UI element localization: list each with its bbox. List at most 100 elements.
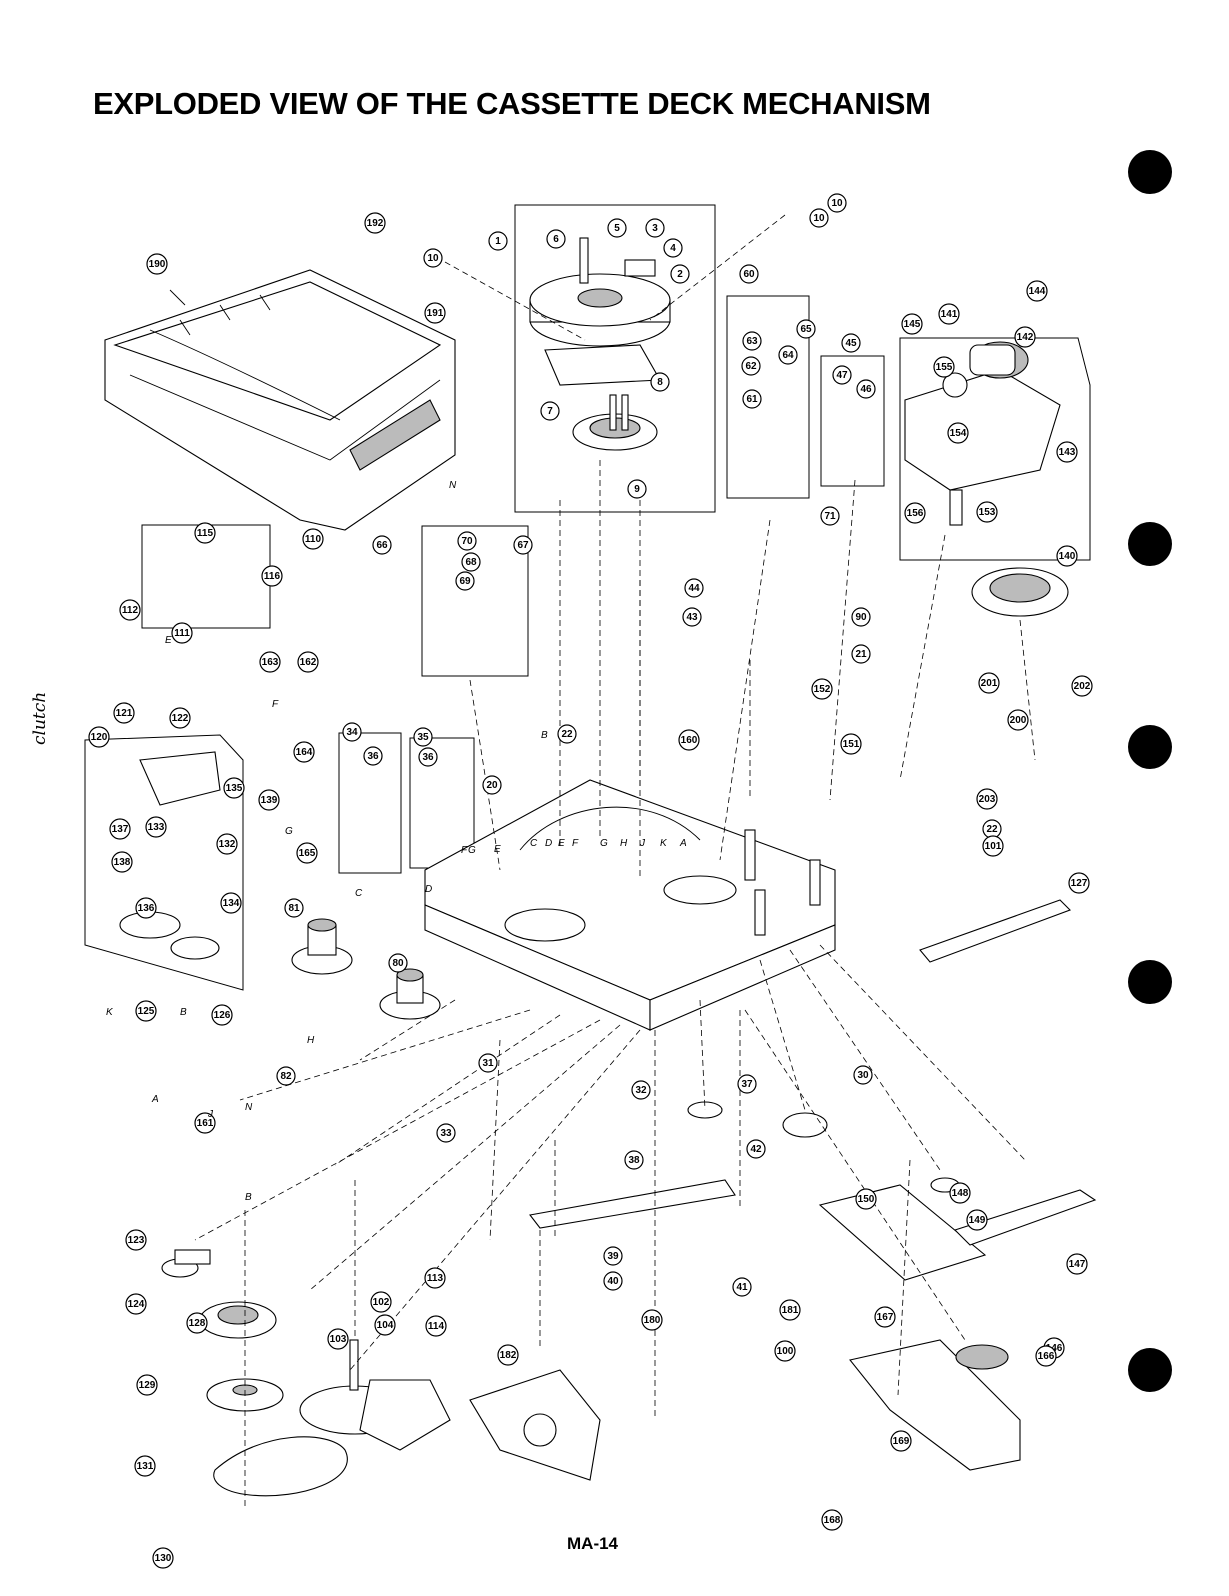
callout-40: 40 [603,1271,623,1291]
callout-bubble [627,479,647,499]
callout-bubble [978,672,1000,694]
callout-bubble [1007,709,1029,731]
callout-number: 138 [114,857,131,868]
callout-number: 162 [300,657,317,668]
callout-38: 38 [624,1150,644,1170]
callout-bubble [424,302,446,324]
callout-115: 115 [194,522,216,544]
callout-71: 71 [820,506,840,526]
callout-bubble [374,1314,396,1336]
callout-180: 180 [641,1309,663,1331]
callout-41: 41 [732,1277,752,1297]
callout-6: 6 [546,229,566,249]
callout-number: 191 [427,308,444,319]
callout-80: 80 [388,953,408,973]
callout-132: 132 [216,833,238,855]
callout-bubble [211,1004,233,1026]
callout-136: 136 [135,897,157,919]
callout-bubble [478,1053,498,1073]
callout-number: 142 [1017,332,1034,343]
callout-number: 35 [417,732,429,743]
callout-153: 153 [976,501,998,523]
callout-190: 190 [146,253,168,275]
connector-letter-e: E [494,844,501,855]
callout-number: 70 [461,536,473,547]
callout-bubble [169,707,191,729]
callout-bubble [820,506,840,526]
callout-36: 36 [418,747,438,767]
callout-number: 152 [814,684,831,695]
callout-bubble [966,1209,988,1231]
callout-65: 65 [796,319,816,339]
callout-bubble [821,1509,843,1531]
callout-66: 66 [372,535,392,555]
callout-number: 148 [952,1188,969,1199]
callout-bubble [194,1112,216,1134]
callout-number: 33 [440,1128,452,1139]
callout-bubble [856,379,876,399]
connector-letter-k: K [660,838,668,849]
connector-letter-j: J [207,1109,214,1120]
motor-group-box [899,337,1091,561]
callout-number: 10 [831,198,843,209]
callout-bubble [134,1455,156,1477]
callout-number: 134 [223,898,240,909]
callout-9: 9 [627,479,647,499]
callout-203: 203 [976,788,998,810]
group-60-box [726,295,810,499]
page-number: MA-14 [567,1534,619,1553]
callout-number: 39 [607,1251,619,1262]
callout-number: 81 [288,903,300,914]
callout-126: 126 [211,1004,233,1026]
callout-number: 101 [985,841,1002,852]
callout-63: 63 [742,331,762,351]
callout-168: 168 [821,1509,843,1531]
callout-number: 10 [813,213,825,224]
callout-bubble [145,816,167,838]
callout-bubble [88,726,110,748]
callout-34: 34 [342,722,362,742]
callout-144: 144 [1026,280,1048,302]
gear-128 [199,1301,277,1339]
callout-number: 147 [1069,1259,1086,1270]
callout-139: 139 [258,789,280,811]
callout-bubble [455,571,475,591]
callout-number: 100 [777,1346,794,1357]
connector-letter-b: B [180,1007,187,1018]
callout-bubble [811,678,833,700]
callout-number: 42 [750,1144,762,1155]
callout-149: 149 [966,1209,988,1231]
callout-102: 102 [370,1291,392,1313]
callout-bubble [276,1066,296,1086]
callout-bubble [327,1328,349,1350]
callout-bubble [461,552,481,572]
callout-number: 34 [346,727,358,738]
callout-number: 65 [800,324,812,335]
callout-bubble [152,1547,174,1569]
callout-number: 169 [893,1436,910,1447]
callout-22: 22 [557,724,577,744]
callout-131: 131 [134,1455,156,1477]
callout-number: 160 [681,735,698,746]
connector-letter-c: C [355,888,363,899]
callout-44: 44 [684,578,704,598]
callout-number: 166 [1038,1351,1055,1362]
callout-bubble [1056,441,1078,463]
callout-151: 151 [840,733,862,755]
callout-number: 113 [427,1273,444,1284]
callout-number: 132 [219,839,236,850]
callout-number: 102 [373,1297,390,1308]
callout-number: 9 [634,484,640,495]
connector-letter-g: G [600,838,608,849]
callout-bubble [976,788,998,810]
callout-165: 165 [296,842,318,864]
callout-10: 10 [809,208,829,228]
callout-number: 5 [614,223,620,234]
callout-192: 192 [364,212,386,234]
callout-number: 136 [138,903,155,914]
callout-bubble [135,897,157,919]
callout-bubble [890,1430,912,1452]
callout-129: 129 [136,1374,158,1396]
